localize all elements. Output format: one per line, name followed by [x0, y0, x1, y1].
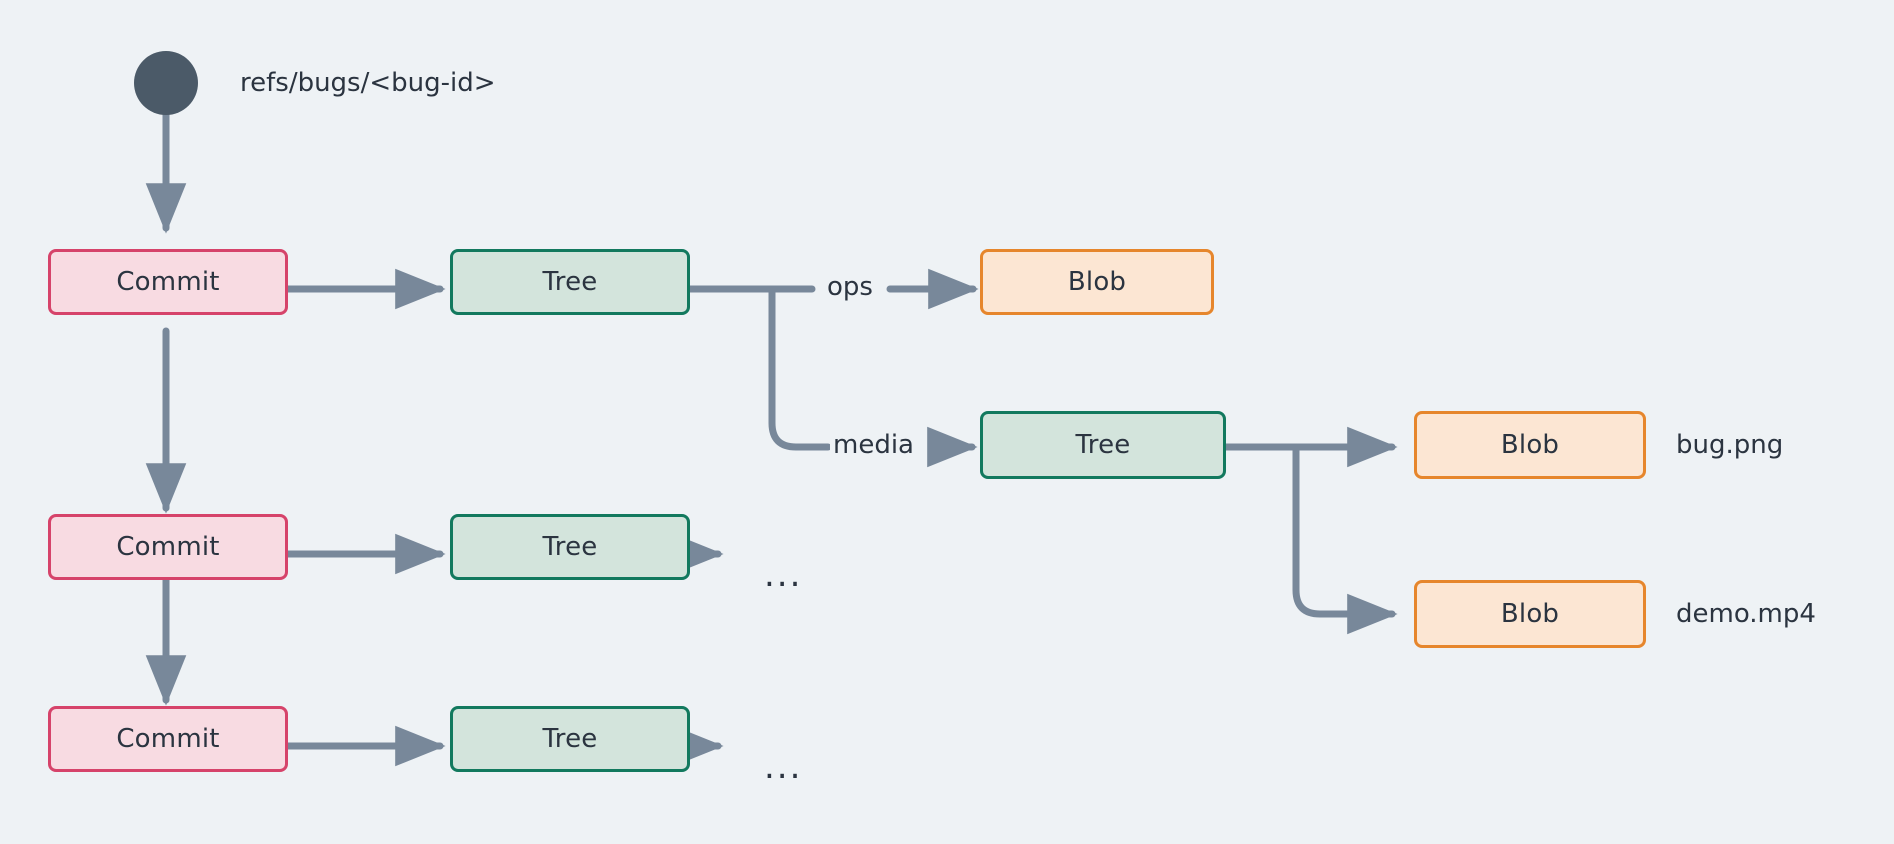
blob-node-bug-png-label: Blob: [1500, 430, 1560, 460]
blob-node-demo-mp4[interactable]: Blob: [1414, 580, 1646, 648]
tree-node-1-label: Tree: [542, 267, 598, 297]
tree-node-2[interactable]: Tree: [450, 514, 690, 580]
commit-node-2[interactable]: Commit: [48, 514, 288, 580]
blob-node-demo-mp4-label: Blob: [1500, 599, 1560, 629]
commit-node-1[interactable]: Commit: [48, 249, 288, 315]
tree-node-3[interactable]: Tree: [450, 706, 690, 772]
commit-node-3-label: Commit: [116, 724, 220, 754]
tree-node-2-label: Tree: [542, 532, 598, 562]
ellipsis-tree-2: ...: [764, 555, 803, 595]
tree-node-media-label: Tree: [1075, 430, 1131, 460]
file-label-demo-mp4: demo.mp4: [1676, 599, 1816, 629]
tree-node-1[interactable]: Tree: [450, 249, 690, 315]
file-label-bug-png: bug.png: [1676, 430, 1784, 460]
tree-node-media[interactable]: Tree: [980, 411, 1226, 479]
commit-node-3[interactable]: Commit: [48, 706, 288, 772]
blob-node-ops-label: Blob: [1067, 267, 1127, 297]
ref-dot[interactable]: [134, 51, 198, 115]
edge-mediatree-bus-elbow: [1292, 443, 1398, 635]
edge-tree1-bus-elbow: [768, 285, 832, 451]
blob-node-bug-png[interactable]: Blob: [1414, 411, 1646, 479]
ref-label: refs/bugs/<bug-id>: [240, 68, 496, 98]
ellipsis-tree-3: ...: [764, 747, 803, 787]
blob-node-ops[interactable]: Blob: [980, 249, 1214, 315]
commit-node-2-label: Commit: [116, 532, 220, 562]
commit-node-1-label: Commit: [116, 267, 220, 297]
edge-label-media: media: [830, 430, 917, 460]
edge-label-ops: ops: [824, 272, 876, 302]
tree-node-3-label: Tree: [542, 724, 598, 754]
